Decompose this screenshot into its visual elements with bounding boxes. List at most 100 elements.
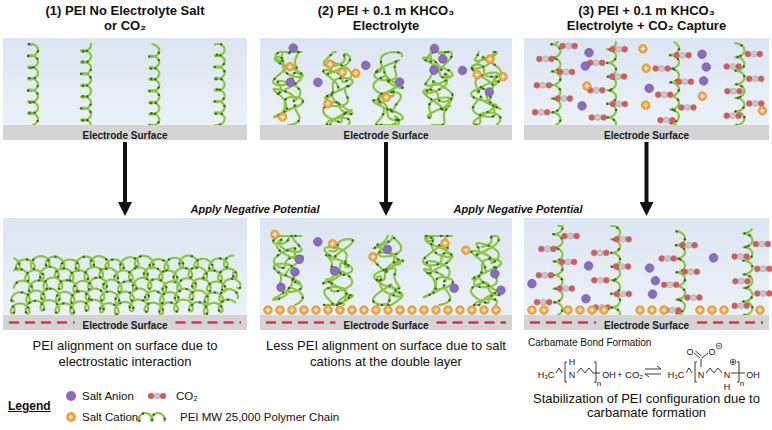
label-anchor: OH: [746, 365, 760, 381]
amine-dot: [164, 417, 166, 419]
salt-cation: [408, 306, 417, 315]
chain-backbone: [14, 267, 237, 282]
amine-dot: [750, 255, 752, 257]
amine-dot: [670, 81, 672, 83]
co2-atom: [613, 264, 619, 270]
co2-molecule: [591, 250, 609, 256]
amine-dot: [381, 304, 383, 306]
cation-ball: [708, 306, 717, 315]
amine-dot: [426, 261, 428, 263]
co2-atom: [661, 92, 667, 98]
amine-dot: [235, 291, 237, 293]
amine-dot: [196, 266, 198, 268]
polymer-chain: [11, 298, 235, 315]
chemical-symbol: H₃C: [668, 370, 685, 380]
co2-molecule: [148, 393, 166, 399]
co2-atom: [622, 101, 628, 107]
chain-backbone: [81, 44, 91, 125]
salt-anion: [395, 78, 404, 87]
amine-dot: [441, 76, 443, 78]
panel-heading: (3) PEI + 0.1 m KHCO₃ Electrolyte + CO₂ …: [552, 3, 742, 34]
amine-dot: [430, 89, 432, 91]
amine-dot: [280, 239, 282, 241]
amine-dot: [349, 294, 351, 296]
amine-dot: [159, 279, 161, 281]
salt-cation: [456, 306, 465, 315]
co2-atom: [544, 109, 550, 115]
label-anchor: Legend: [8, 397, 51, 413]
amine-dot: [611, 306, 613, 308]
bracket: [737, 362, 739, 382]
amine-dot: [88, 288, 90, 290]
salt-anion: [491, 269, 500, 278]
panel-illustration: [260, 218, 512, 330]
amine-dot: [675, 244, 677, 246]
co2-molecule: [559, 259, 577, 265]
amine-dot: [301, 296, 303, 298]
amine-dot: [294, 235, 296, 237]
amine-dot: [616, 227, 618, 229]
co2-atom: [744, 303, 750, 309]
condition-panel: (2) PEI + 0.1 m KHCO₃ ElectrolyteElectro…: [260, 38, 512, 140]
amine-dot: [435, 252, 437, 254]
amine-dot: [428, 294, 430, 296]
salt-anion: [277, 283, 286, 292]
co2-atom: [625, 264, 631, 270]
plus-sign: [602, 308, 606, 312]
amine-dot: [286, 249, 288, 251]
amine-dot: [347, 118, 349, 120]
amine-dot: [329, 54, 331, 56]
chain-backbone: [273, 236, 303, 305]
amine-dot: [60, 280, 62, 282]
amine-dot: [343, 273, 345, 275]
amine-dot: [93, 264, 95, 266]
amine-dot: [438, 99, 440, 101]
amine-dot: [438, 244, 440, 246]
amine-dot: [150, 78, 152, 80]
co2-atom: [591, 250, 597, 256]
co2-atom: [724, 113, 730, 119]
result-panel: Less PEI alignment on surface due to sal…: [260, 218, 512, 330]
plus-sign: [458, 308, 462, 312]
legend-title: Legend: [8, 399, 51, 413]
salt-cation: [369, 252, 378, 261]
amine-dot: [298, 87, 300, 89]
co2-molecule: [746, 76, 764, 82]
amine-dot: [28, 43, 30, 45]
co2-atom: [620, 236, 626, 242]
co2-molecule: [753, 241, 771, 247]
amine-dot: [293, 100, 295, 102]
amine-dot: [347, 264, 349, 266]
amine-dot: [490, 236, 492, 238]
co2-molecule: [613, 264, 631, 270]
amine-dot: [347, 85, 349, 87]
amine-dot: [426, 90, 428, 92]
amine-dot: [606, 102, 608, 104]
co2-atom: [684, 105, 690, 111]
amine-dot: [56, 294, 58, 296]
legend-entry: PEI MW 25,000 Polymer Chain: [180, 409, 339, 425]
plus-sign: [644, 66, 648, 70]
panel-caption: Stabilization of PEI configuration due t…: [527, 392, 767, 421]
amine-dot: [607, 75, 609, 77]
co2-atom: [536, 272, 542, 278]
co2-atom: [686, 242, 692, 248]
co2-atom: [680, 242, 686, 248]
amine-dot: [482, 87, 484, 89]
co2-atom: [538, 109, 544, 115]
amine-dot: [36, 120, 38, 122]
amine-dot: [105, 268, 107, 270]
co2-atom: [694, 269, 700, 275]
amine-dot: [129, 291, 131, 293]
panel-caption: PEI alignment on surface due to electros…: [5, 338, 245, 369]
co2-atom: [688, 269, 694, 275]
label-anchor: Apply Negative Potential: [191, 200, 320, 216]
amine-dot: [27, 55, 29, 57]
co2-atom: [593, 60, 599, 66]
plus-sign: [700, 94, 704, 98]
amine-dot: [37, 85, 39, 87]
electrode-label: Electrode Surface: [343, 318, 428, 333]
amine-dot: [684, 238, 686, 240]
co2-atom: [746, 100, 752, 106]
amine-dot: [561, 227, 563, 229]
